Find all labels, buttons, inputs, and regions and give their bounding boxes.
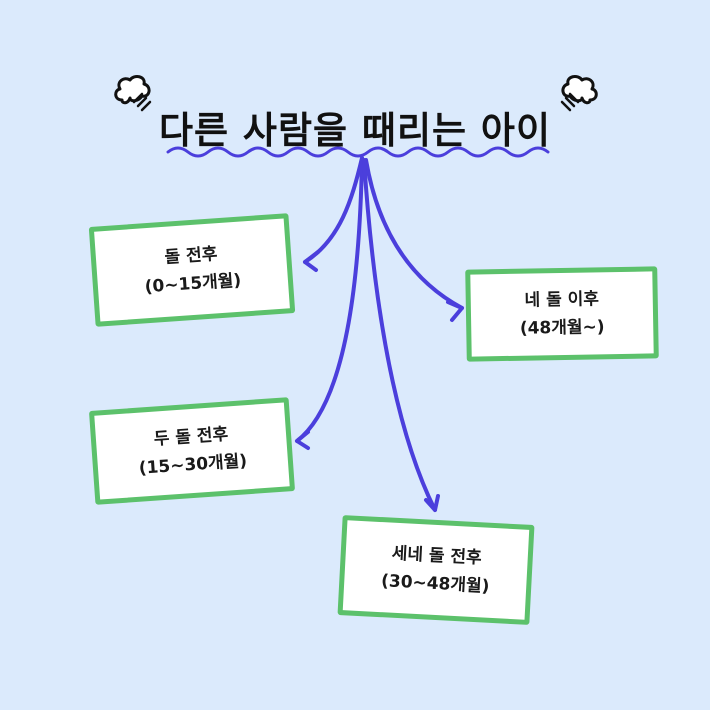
stage-card-0-15-months: 돌 전후 (0~15개월) bbox=[88, 213, 296, 327]
puff-cloud-icon bbox=[560, 75, 598, 112]
page-title: 다른 사람을 때리는 아이 bbox=[158, 109, 552, 152]
puff-cloud-icon bbox=[114, 75, 152, 112]
stage-card-48-months-plus: 네 돌 이후 (48개월~) bbox=[465, 266, 659, 362]
stage-card-15-30-months: 두 돌 전후 (15~30개월) bbox=[88, 397, 296, 505]
arrow-to-card-4 bbox=[362, 158, 437, 512]
wavy-underline bbox=[166, 146, 550, 158]
arrow-to-card-2 bbox=[364, 158, 464, 310]
arrow-to-card-3 bbox=[295, 158, 364, 443]
stage-card-30-48-months: 세네 돌 전후 (30~48개월) bbox=[337, 515, 535, 625]
stage-range: (0~15개월) bbox=[144, 270, 242, 298]
arrow-to-card-1 bbox=[303, 156, 364, 264]
stage-label: 네 돌 이후 bbox=[524, 289, 600, 311]
stage-range: (30~48개월) bbox=[380, 571, 490, 597]
stage-range: (48개월~) bbox=[519, 317, 605, 339]
stage-label: 돌 전후 bbox=[163, 244, 219, 268]
